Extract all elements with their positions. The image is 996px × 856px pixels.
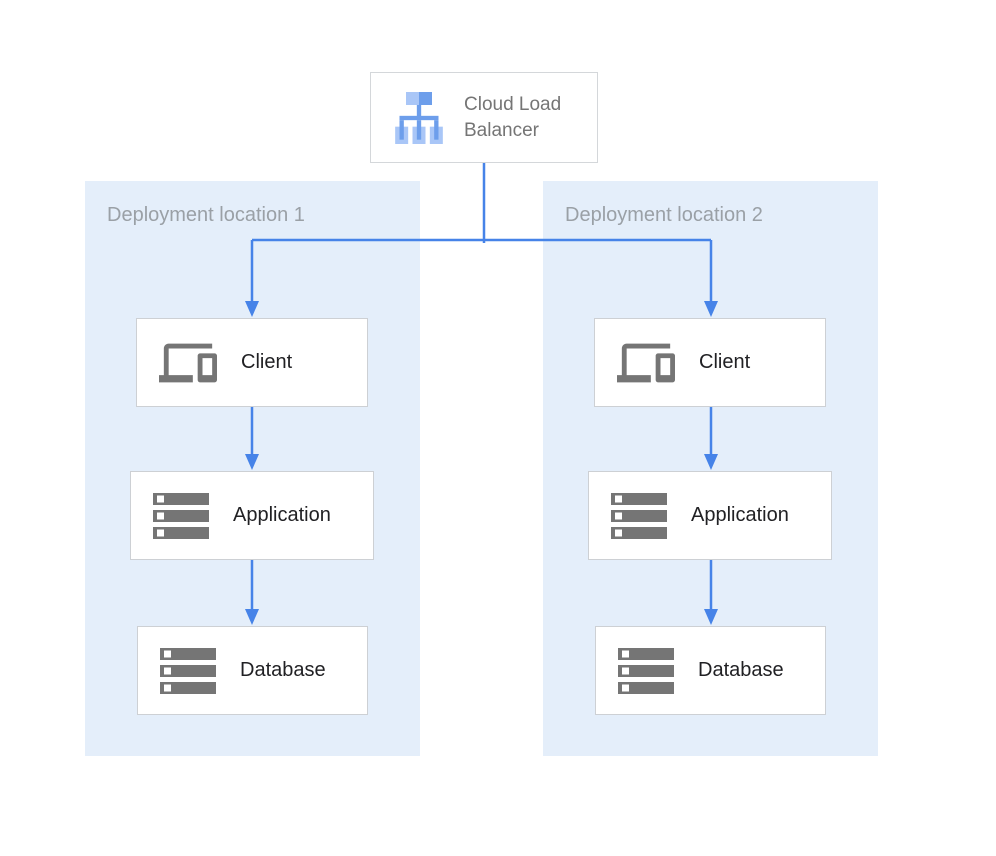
devices-icon (617, 334, 675, 392)
node-label: Application (233, 504, 331, 526)
node-label: Client (241, 351, 293, 373)
node-database-2: Database (595, 626, 826, 715)
node-label: Database (240, 659, 326, 681)
node-database-1: Database (137, 626, 368, 715)
node-application-2: Application (588, 471, 832, 560)
region-label: Deployment location 2 (565, 204, 763, 226)
devices-icon (159, 334, 217, 392)
region-deployment-location-2: Deployment location 2 Client A (543, 181, 878, 756)
server-stack-icon (153, 492, 209, 539)
server-stack-icon (160, 647, 216, 694)
load-balancer-label: Cloud Load Balancer (464, 93, 562, 141)
node-client-1: Client (136, 318, 368, 407)
node-label: Database (698, 659, 784, 681)
region-deployment-location-1: Deployment location 1 Client A (85, 181, 420, 756)
node-cloud-load-balancer: Cloud Load Balancer (370, 72, 598, 163)
node-label: Application (691, 504, 789, 526)
server-stack-icon (611, 492, 667, 539)
server-stack-icon (618, 647, 674, 694)
node-label: Client (699, 351, 751, 373)
node-application-1: Application (130, 471, 374, 560)
region-label: Deployment location 1 (107, 204, 305, 226)
load-balancer-icon (395, 91, 443, 144)
node-client-2: Client (594, 318, 826, 407)
